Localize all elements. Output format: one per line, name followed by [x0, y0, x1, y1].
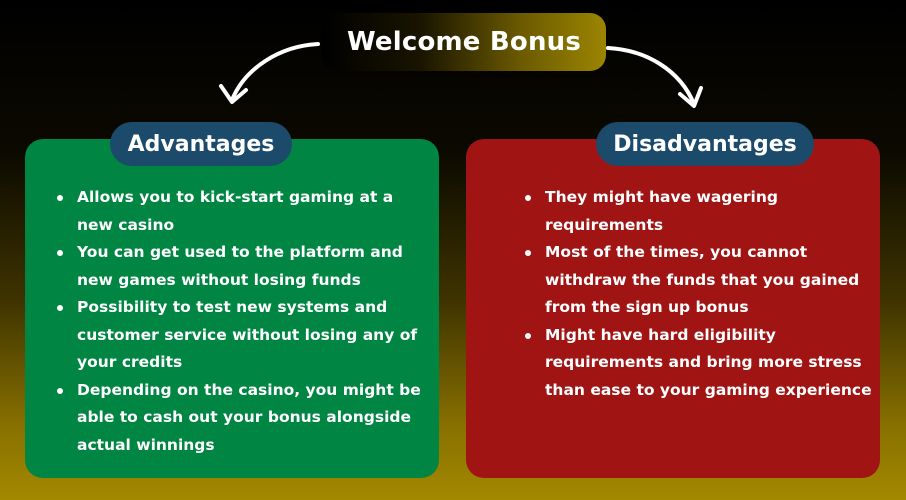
- list-item: You can get used to the platform and new…: [54, 239, 434, 294]
- left-arrow-icon: [230, 42, 320, 102]
- list-item: They might have wagering requirements: [522, 184, 872, 239]
- left-arrowhead-icon: [219, 84, 248, 104]
- advantages-panel: [25, 139, 439, 478]
- right-arrowhead-icon: [678, 86, 703, 108]
- list-item: Most of the times, you cannot withdraw t…: [522, 239, 872, 322]
- list-item: Possibility to test new systems and cust…: [54, 294, 434, 377]
- disadvantages-list: They might have wagering requirements Mo…: [522, 184, 872, 404]
- advantages-header: Advantages: [110, 122, 292, 166]
- disadvantages-header-label: Disadvantages: [613, 131, 797, 157]
- advantages-list: Allows you to kick-start gaming at a new…: [54, 184, 434, 459]
- right-arrow-icon: [606, 46, 696, 106]
- advantages-header-label: Advantages: [127, 131, 275, 157]
- title-banner: Welcome Bonus: [322, 13, 606, 71]
- list-item: Allows you to kick-start gaming at a new…: [54, 184, 434, 239]
- disadvantages-panel: [466, 139, 880, 478]
- list-item: Might have hard eligibility requirements…: [522, 322, 872, 405]
- page-title: Welcome Bonus: [346, 27, 582, 57]
- list-item: Depending on the casino, you might be ab…: [54, 377, 434, 460]
- disadvantages-header: Disadvantages: [596, 122, 814, 166]
